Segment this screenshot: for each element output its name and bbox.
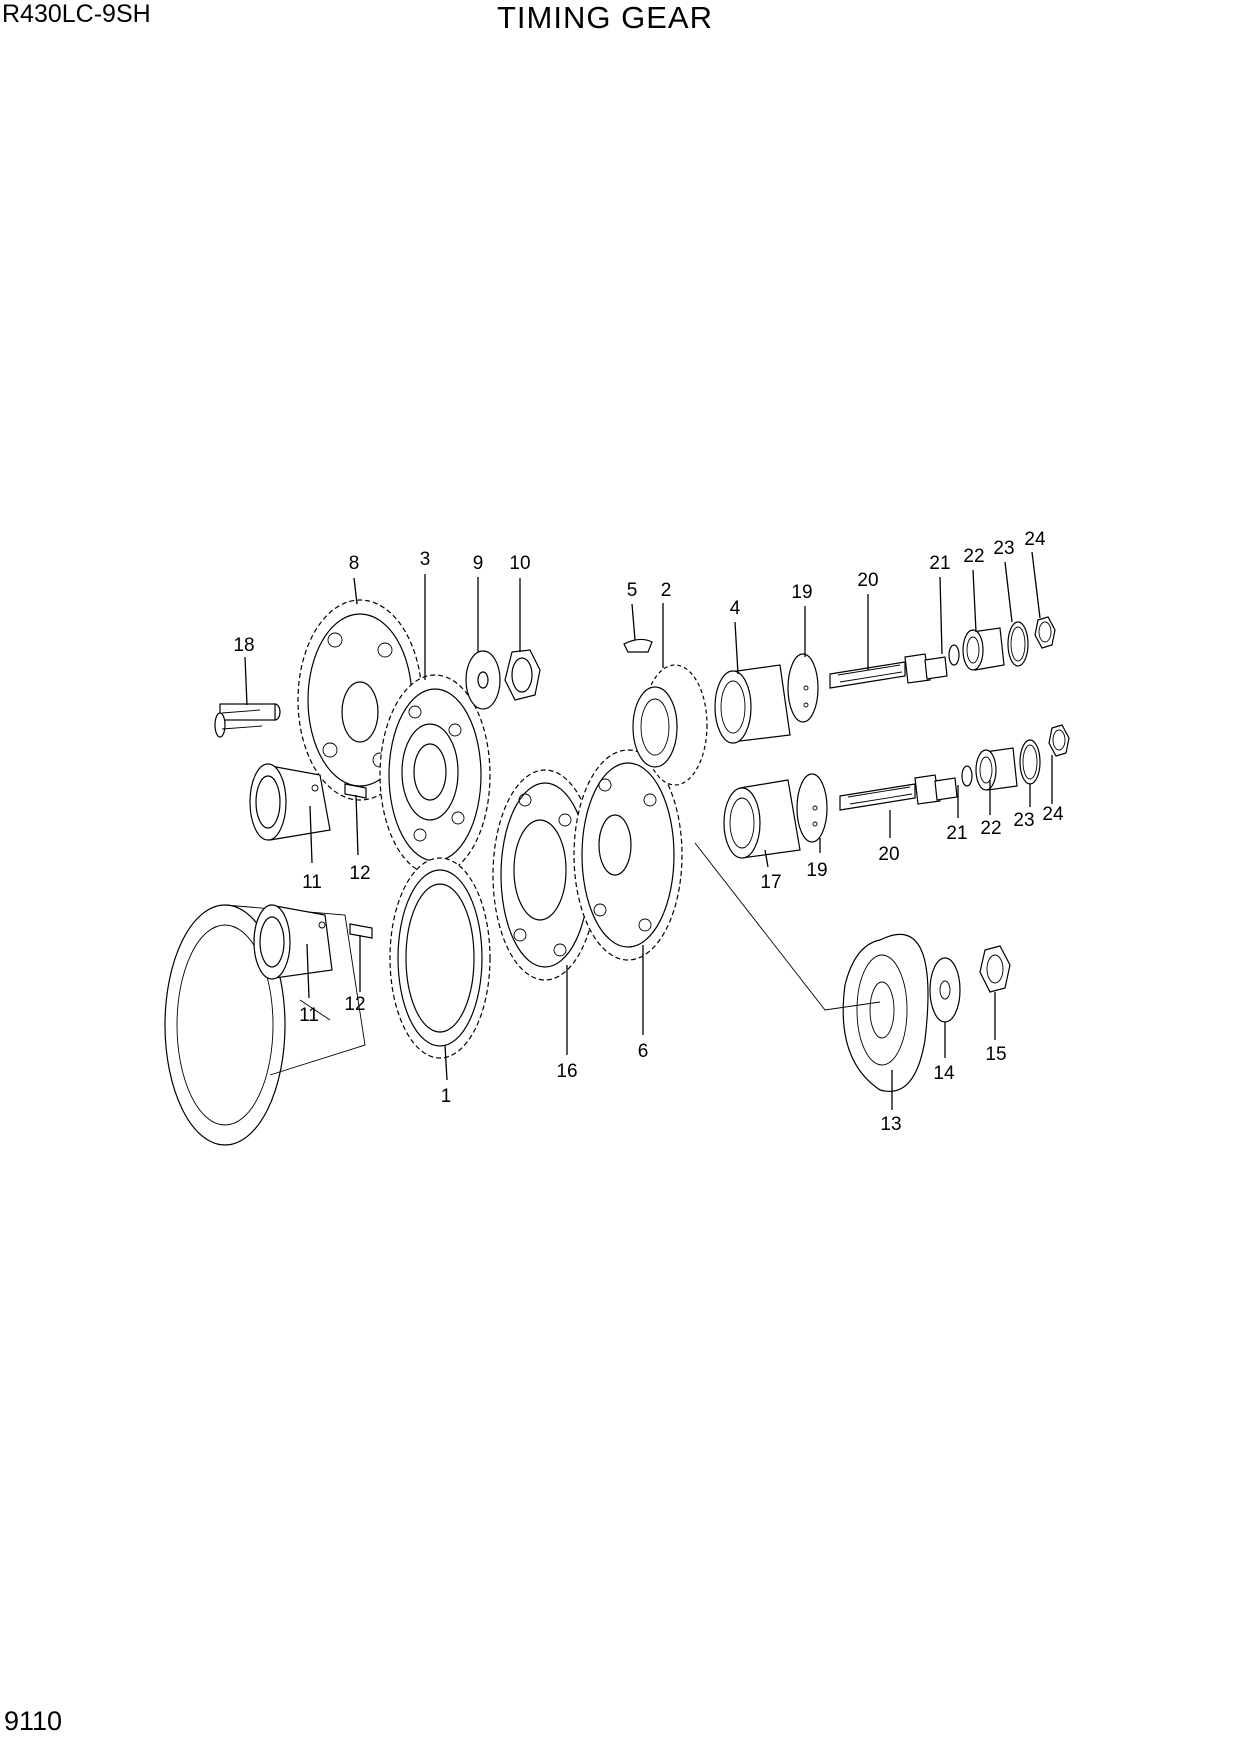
part-19-thrust-plate-lower: [796, 773, 828, 843]
callout-22-lower: 22: [980, 818, 1001, 839]
callout-16: 16: [556, 1061, 577, 1082]
part-18-stud: [214, 703, 281, 738]
callout-21-upper: 21: [929, 553, 950, 574]
callout-1: 1: [441, 1086, 452, 1107]
callout-6: 6: [638, 1041, 649, 1062]
callout-24-lower: 24: [1042, 804, 1064, 825]
callout-5: 5: [627, 580, 638, 601]
part-11-sleeve-lower: [253, 904, 333, 980]
part-23-ring-lower: [1019, 739, 1041, 785]
callout-11-upper: 11: [302, 872, 322, 893]
assembly-guide-line: [694, 842, 881, 1011]
part-1-ring-gear: [389, 857, 491, 1059]
part-20-bolt-lower: [839, 774, 958, 811]
callout-13: 13: [880, 1114, 901, 1135]
callout-2: 2: [661, 580, 672, 601]
page-title: TIMING GEAR: [497, 0, 713, 35]
callout-23-upper: 23: [993, 538, 1014, 559]
gear-housing: [164, 904, 366, 1146]
part-13-plate: [842, 933, 929, 1092]
part-14-washer: [929, 957, 961, 1023]
part-3-gear: [379, 674, 491, 876]
part-23-ring-upper: [1007, 621, 1029, 667]
callout-8: 8: [349, 553, 360, 574]
part-12-key-lower: [349, 923, 373, 939]
callout-19-lower: 19: [806, 860, 827, 881]
callout-10: 10: [509, 553, 530, 574]
callout-20-upper: 20: [857, 570, 878, 591]
callout-19-upper: 19: [791, 582, 812, 603]
part-9-washer: [465, 650, 501, 710]
callout-23-lower: 23: [1013, 810, 1034, 831]
callout-11-lower: 11: [299, 1005, 319, 1026]
model-code: R430LC-9SH: [2, 0, 151, 28]
part-24-nut-upper: [1034, 616, 1056, 649]
part-5-key: [623, 638, 653, 653]
part-21-washer-lower: [961, 765, 973, 787]
part-19-thrust-plate-upper: [787, 653, 819, 723]
callout-14: 14: [933, 1063, 955, 1084]
part-6-gear: [573, 749, 683, 961]
part-2-small-gear: [632, 664, 708, 786]
part-16-gear: [492, 769, 598, 981]
callout-12-upper: 12: [349, 863, 370, 884]
part-12-key-upper: [344, 783, 367, 799]
part-4-bushing: [714, 664, 791, 744]
callout-24-upper: 24: [1024, 529, 1046, 550]
part-11-sleeve-upper: [249, 763, 331, 841]
part-22-collar-lower: [975, 747, 1018, 791]
part-10-nut: [504, 649, 541, 701]
callout-22-upper: 22: [963, 546, 984, 567]
part-22-collar-upper: [962, 627, 1005, 671]
leader-lines: [244, 551, 1053, 1110]
callout-17: 17: [760, 872, 781, 893]
callout-labels: 8 3 9 10 5 2 4 19 20 21 22 23 24 18 11 1…: [233, 529, 1064, 1135]
callout-18: 18: [233, 635, 254, 656]
callout-20-lower: 20: [878, 844, 899, 865]
part-20-bolt-upper: [829, 653, 948, 689]
page-number: 9110: [4, 1706, 63, 1736]
part-17-bushing: [723, 779, 801, 859]
part-15-nut: [979, 945, 1011, 993]
callout-9: 9: [473, 553, 484, 574]
callout-12-lower: 12: [344, 994, 365, 1015]
callout-21-lower: 21: [946, 823, 967, 844]
callout-3: 3: [420, 549, 431, 570]
part-21-washer-upper: [948, 644, 960, 666]
callout-15: 15: [985, 1044, 1006, 1065]
part-24-nut-lower: [1048, 724, 1070, 757]
callout-4: 4: [730, 598, 741, 619]
